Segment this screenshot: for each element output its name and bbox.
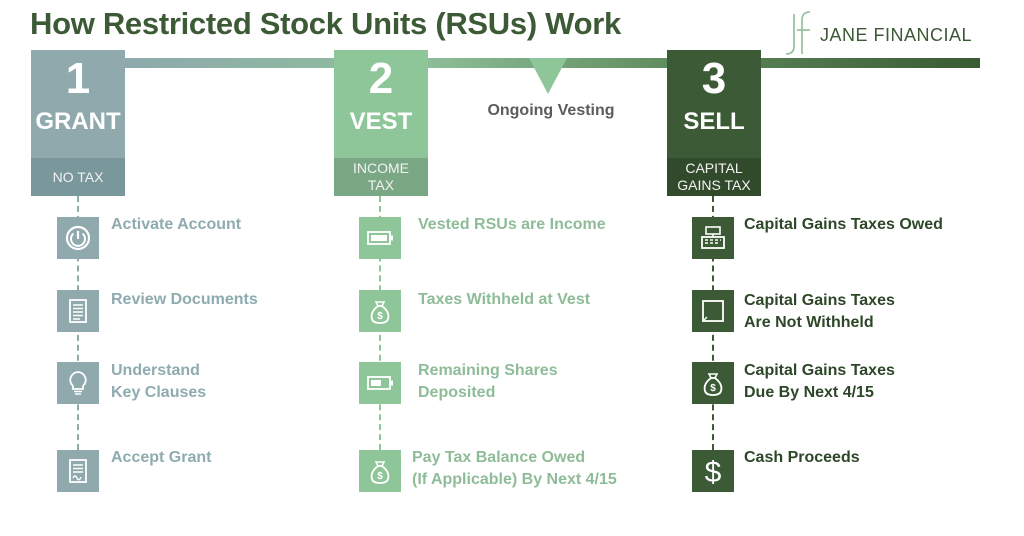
step-number: 3 bbox=[701, 54, 727, 103]
step-grant-item-label: Activate Account bbox=[111, 216, 242, 233]
logo-text: JANE FINANCIAL bbox=[820, 25, 973, 45]
step-title: SELL bbox=[683, 108, 745, 135]
svg-text:$: $ bbox=[710, 383, 716, 394]
document-icon bbox=[57, 290, 99, 332]
step-grant-item-label: Understand Key Clauses bbox=[111, 362, 207, 401]
step-sell-item-label: Capital Gains Taxes Owed bbox=[744, 216, 943, 233]
lightbulb-icon bbox=[57, 362, 99, 404]
step-sell-item-label: Capital Gains Taxes Due By Next 4/15 bbox=[744, 362, 895, 401]
battery-partial-icon bbox=[359, 362, 401, 404]
step-number: 2 bbox=[368, 54, 394, 103]
cash-register-icon bbox=[692, 217, 734, 259]
step-number: 1 bbox=[65, 54, 91, 103]
step-grant-tax-label: NO TAX bbox=[31, 158, 125, 196]
battery-full-icon bbox=[359, 217, 401, 259]
step-vest-item-label: Vested RSUs are Income bbox=[418, 216, 606, 233]
step-vest-item-label: Taxes Withheld at Vest bbox=[418, 291, 591, 308]
step-grant-item-label: Accept Grant bbox=[111, 449, 212, 466]
step-sell-tax-label: CAPITAL GAINS TAX bbox=[667, 158, 761, 196]
step-sell-item-label: Capital Gains Taxes Are Not Withheld bbox=[744, 292, 895, 331]
svg-text:$: $ bbox=[705, 456, 722, 486]
jf-monogram-icon bbox=[785, 11, 811, 55]
step-vest-item-label: Remaining Shares Deposited bbox=[418, 362, 558, 401]
step-vest-item-label: Pay Tax Balance Owed (If Applicable) By … bbox=[412, 449, 617, 488]
money-bag-icon: $ bbox=[692, 362, 734, 404]
ongoing-vesting-marker bbox=[529, 58, 567, 94]
step-sell-item-label: Cash Proceeds bbox=[744, 449, 860, 466]
step-title: VEST bbox=[349, 108, 413, 135]
signed-document-icon bbox=[57, 450, 99, 492]
svg-text:$: $ bbox=[377, 311, 383, 322]
empty-box-icon bbox=[692, 290, 734, 332]
step-grant-item-label: Review Documents bbox=[111, 291, 258, 308]
svg-text:$: $ bbox=[377, 471, 383, 482]
dollar-sign-icon: $ bbox=[692, 450, 734, 492]
page-title: How Restricted Stock Units (RSUs) Work bbox=[30, 6, 621, 41]
step-title: GRANT bbox=[35, 108, 121, 135]
money-bag-icon: $ bbox=[359, 450, 401, 492]
jane-financial-logo: JANE FINANCIAL bbox=[780, 10, 980, 58]
step-vest-tax-label: INCOME TAX bbox=[334, 158, 428, 196]
ongoing-vesting-label: Ongoing Vesting bbox=[487, 102, 615, 119]
power-button-icon bbox=[57, 217, 99, 259]
money-bag-icon: $ bbox=[359, 290, 401, 332]
